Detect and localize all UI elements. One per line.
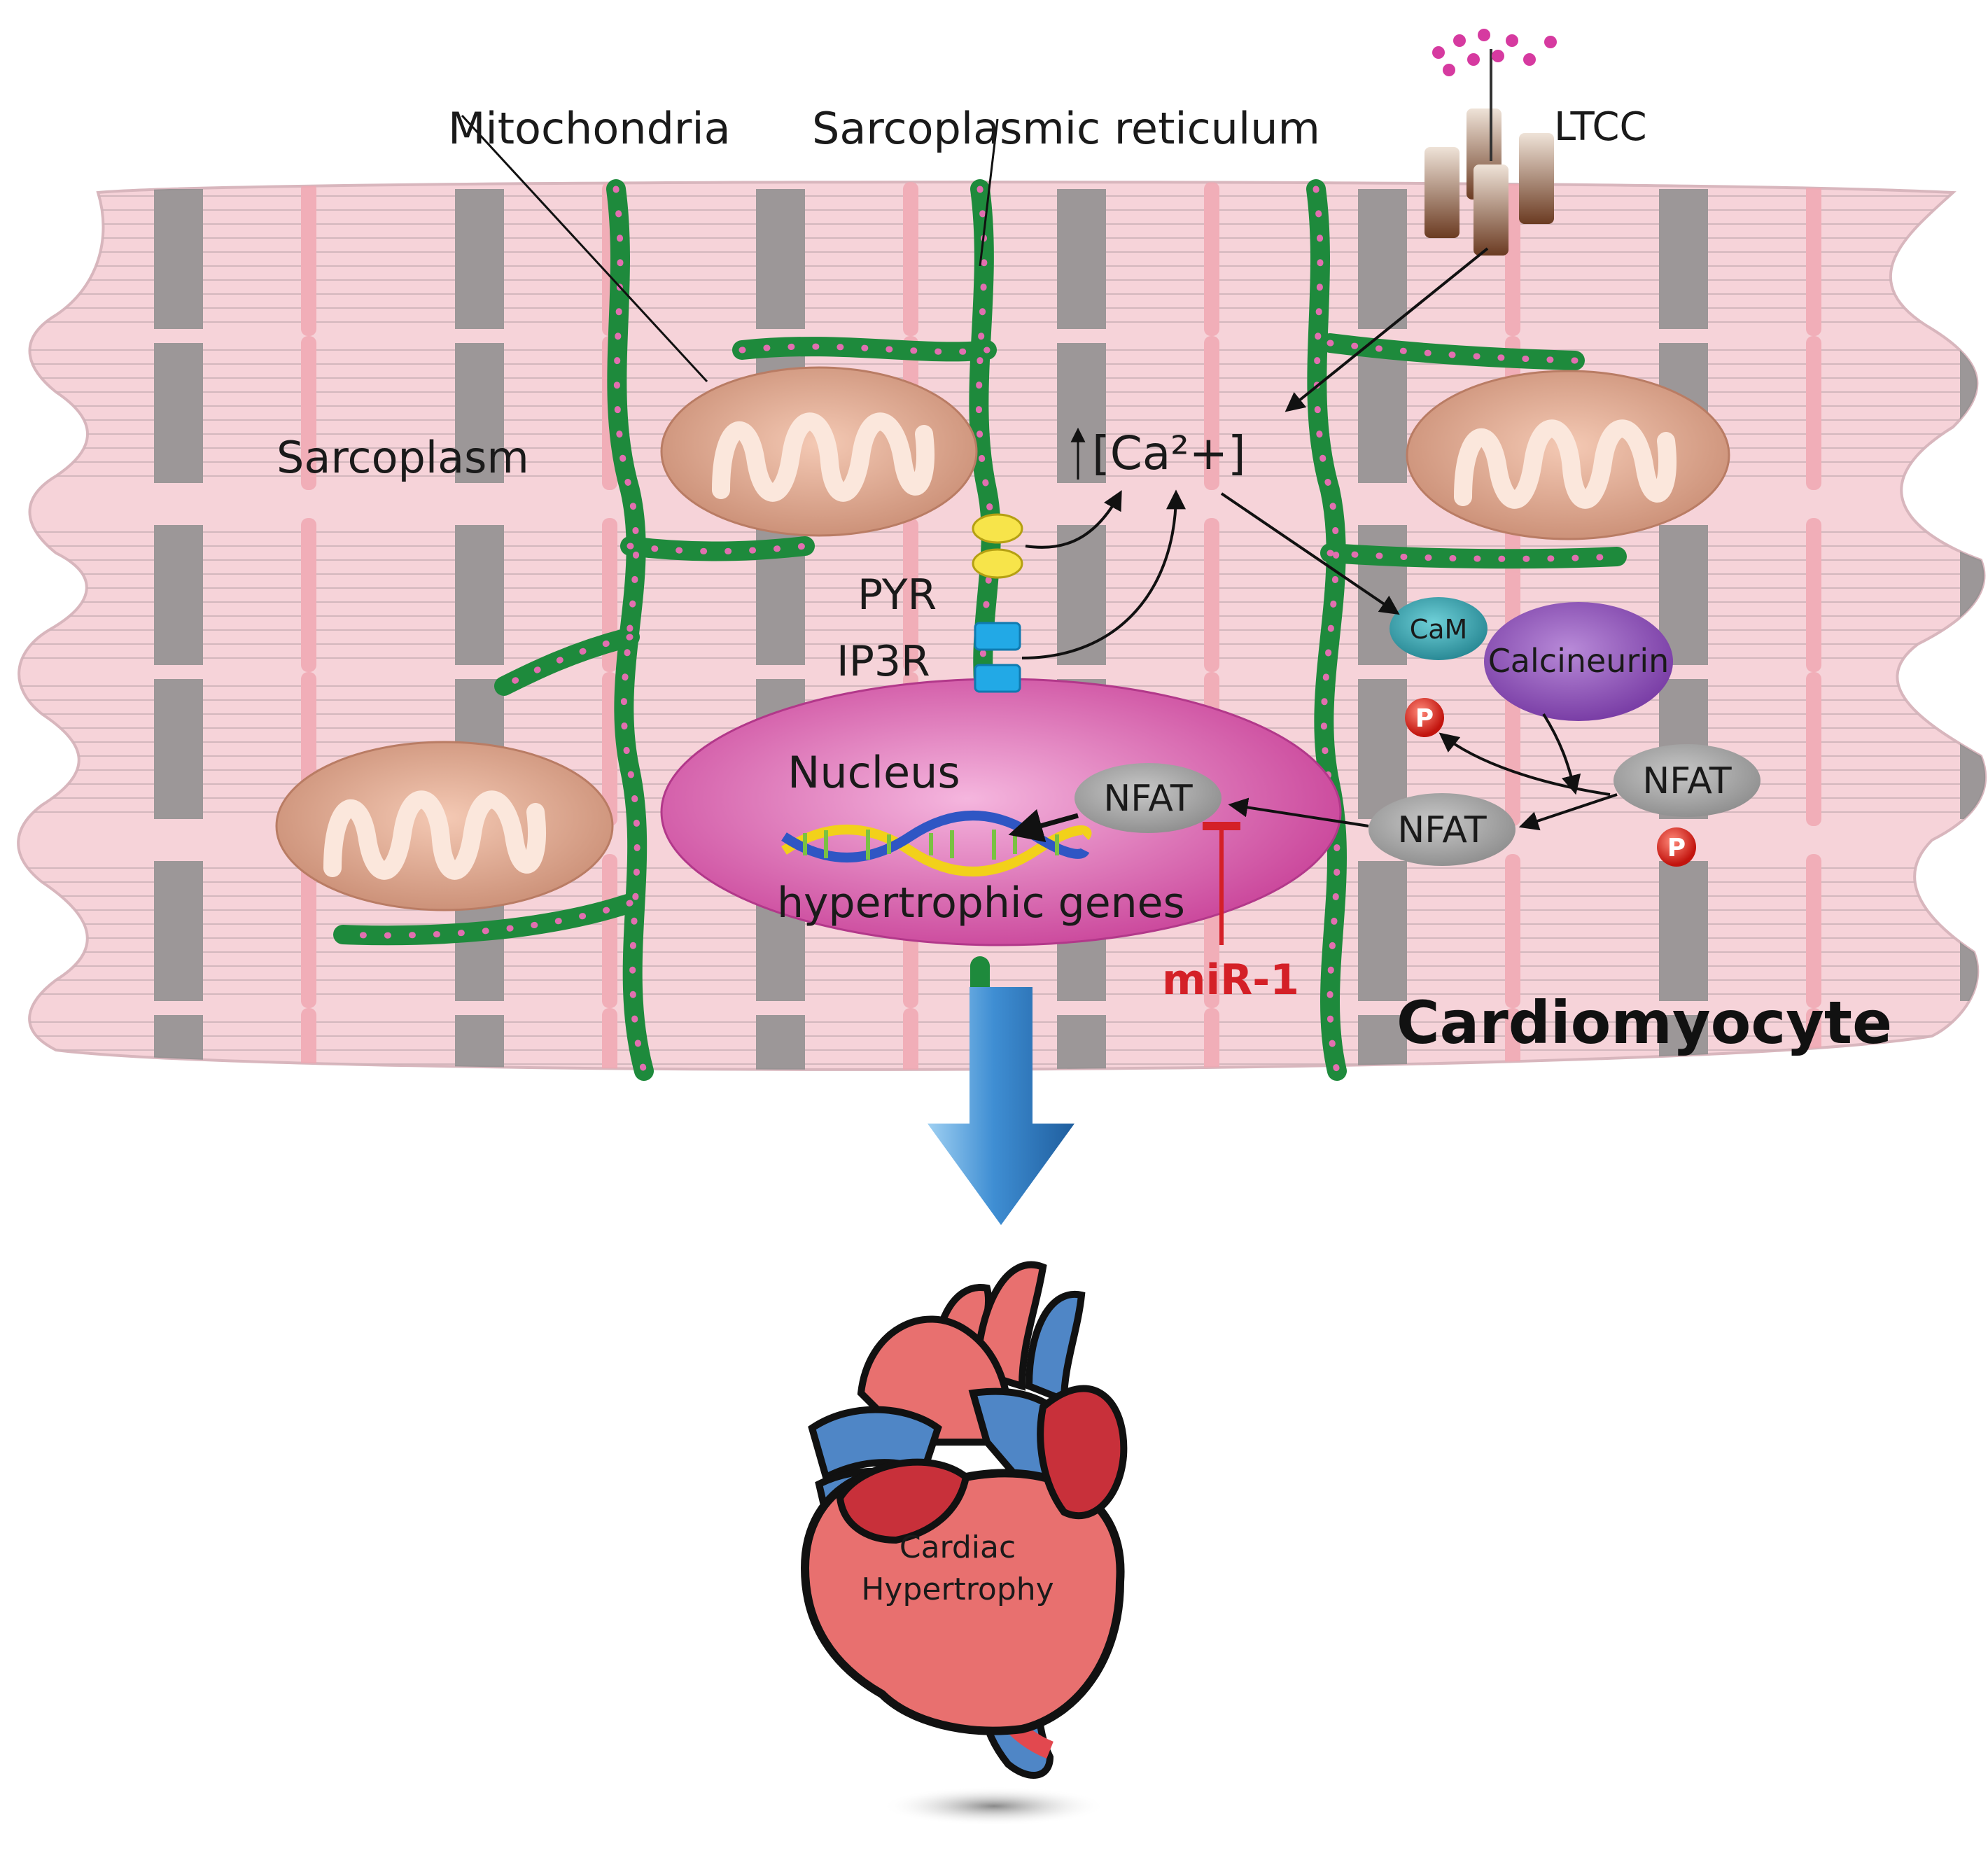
calcineurin-complex: [1390, 597, 1673, 721]
pathway-arrows: [461, 114, 1618, 843]
nfat-phosphorylated-label: NFAT: [1642, 760, 1732, 802]
phosphate-2: [1657, 827, 1696, 867]
mitochondrion-1: [660, 366, 978, 537]
pyr-receptor-icon: [972, 513, 1023, 579]
dna-helix-icon: [781, 811, 1092, 876]
calcium-label: [Ca²+]: [1092, 426, 1246, 480]
heart-label-line2: Hypertrophy: [861, 1572, 1054, 1607]
ip3r-label: IP3R: [836, 637, 930, 686]
pyr-label: PYR: [858, 571, 937, 620]
nfat-cytoplasm-label: NFAT: [1397, 809, 1487, 851]
downward-arrow-icon: [927, 987, 1074, 1225]
heart-label-line1: Cardiac: [899, 1530, 1016, 1565]
nfat-nucleus: [1074, 763, 1222, 833]
calcium-ions-icon: [1432, 29, 1557, 76]
sarcoplasmic-reticulum-label: Sarcoplasmic reticulum: [812, 103, 1320, 154]
ip3r-receptor-icon: [974, 622, 1021, 693]
sarcoplasmic-reticulum-network: [333, 179, 1627, 1081]
mitochondrion-2: [1406, 370, 1730, 540]
nucleus-label: Nucleus: [788, 747, 960, 798]
mitochondrion-3: [275, 741, 614, 911]
nfat-cytoplasm: [1368, 793, 1516, 866]
nfat-nucleus-label: NFAT: [1103, 778, 1193, 820]
phosphate-1: [1405, 698, 1444, 737]
ltcc-channel-icon: [1424, 49, 1554, 256]
hypertrophic-genes-label: hypertrophic genes: [777, 879, 1185, 928]
mitochondria-label: Mitochondria: [448, 103, 731, 154]
cardiomyocyte-label: Cardiomyocyte: [1396, 988, 1892, 1057]
phosphate-2-label: P: [1667, 834, 1686, 862]
mir1-label: miR-1: [1162, 956, 1299, 1005]
heart-icon: [800, 1261, 1128, 1826]
mir1-inhibition-icon: [1203, 822, 1240, 945]
phosphate-1-label: P: [1415, 704, 1434, 733]
nfat-phosphorylated: [1614, 744, 1760, 817]
sarcoplasm-label: Sarcoplasm: [276, 432, 529, 483]
ltcc-label: LTCC: [1554, 104, 1647, 150]
cam-label: CaM: [1410, 614, 1468, 645]
calcineurin-label: Calcineurin: [1488, 642, 1670, 680]
